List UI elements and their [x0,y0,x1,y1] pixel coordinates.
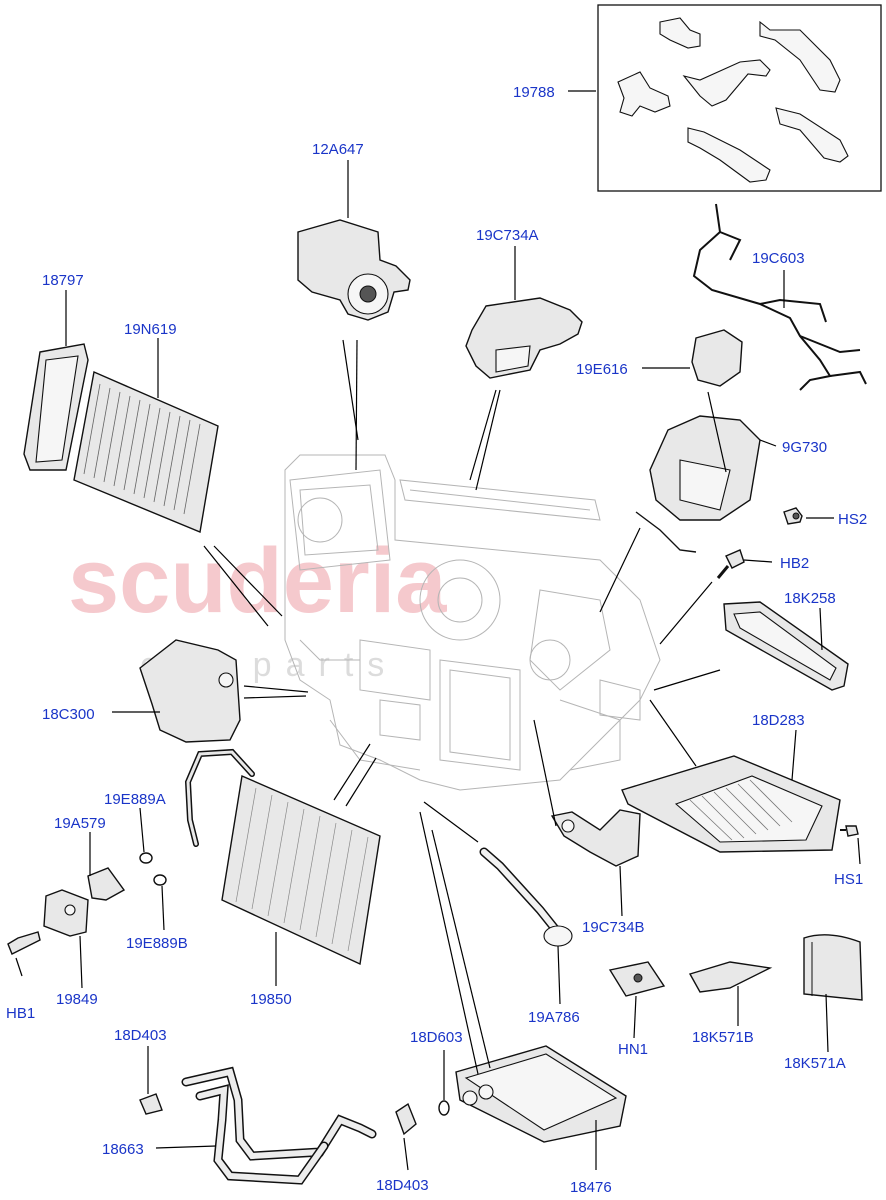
part-18K571A-shield [803,934,863,1001]
label-18D603: 18D603 [410,1029,463,1046]
part-19A786-tube [479,847,573,947]
part-19849-valve [43,889,89,937]
label-18663: 18663 [102,1141,144,1158]
label-19E616: 19E616 [576,361,628,378]
label-19C734A: 19C734A [476,227,539,244]
part-18C300-duct [139,639,241,743]
part-18797-cover [23,343,89,471]
part-19850-evaporator [184,748,381,966]
part-18D403-clip-b [395,1102,417,1136]
part-19E889A-oring [139,852,153,864]
watermark-brand: scuderia [68,530,447,632]
part-19788-box [597,4,882,192]
part-19C603-harness [692,203,867,391]
label-18K571A: 18K571A [784,1055,846,1072]
watermark: scuderia car parts [68,530,447,684]
label-18K258: 18K258 [784,590,836,607]
label-HN1: HN1 [618,1041,648,1058]
label-HS2: HS2 [838,511,867,528]
part-19C734A-actuator [465,297,583,379]
part-HS2-screw [783,507,803,525]
part-19N619-filter [73,371,219,533]
label-19E889A: 19E889A [104,791,166,808]
label-HB1: HB1 [6,1005,35,1022]
part-9G730-bracket [635,415,761,553]
label-18K571B: 18K571B [692,1029,754,1046]
part-labels: 19788 12A647 19C734A 19C603 18797 19N619… [6,84,867,1196]
part-19C734B-actuator [550,809,641,867]
label-18D283: 18D283 [752,712,805,729]
label-HS1: HS1 [834,871,863,888]
part-18D283-cover [621,755,841,853]
part-19A579-plate [87,867,126,901]
part-18K571B-bracket [688,961,773,993]
label-19849: 19849 [56,991,98,1008]
label-18476: 18476 [570,1179,612,1196]
part-18D403-clip-a [139,1093,163,1115]
label-19850: 19850 [250,991,292,1008]
part-18663-pipes [181,1066,377,1185]
part-18476-heater-core [455,1045,627,1143]
label-HB2: HB2 [780,555,809,572]
label-19E889B: 19E889B [126,935,188,952]
label-18C300: 18C300 [42,706,95,723]
label-18D403-bottom: 18D403 [376,1177,429,1194]
label-12A647: 12A647 [312,141,364,158]
label-19788: 19788 [513,84,555,101]
label-19A579: 19A579 [54,815,106,832]
label-18797: 18797 [42,272,84,289]
actuator-link-group [617,17,849,183]
label-19A786: 19A786 [528,1009,580,1026]
part-18K258-element [723,601,849,691]
part-HS1-screw [840,825,859,837]
label-19C603: 19C603 [752,250,805,267]
hvac-housing-assembly [284,454,661,791]
part-18D603-seal [438,1100,450,1116]
label-18D403-top: 18D403 [114,1027,167,1044]
label-19C734B: 19C734B [582,919,645,936]
part-HB2-bolt [716,549,745,579]
part-19E616-actuator [691,329,743,387]
leader-lines [15,90,861,1171]
label-19N619: 19N619 [124,321,177,338]
part-12A647-motor [297,219,411,321]
label-9G730: 9G730 [782,439,827,456]
part-HB1-bolt [7,931,41,955]
part-19E889B-oring [153,874,167,886]
part-HN1-clip [608,961,666,997]
